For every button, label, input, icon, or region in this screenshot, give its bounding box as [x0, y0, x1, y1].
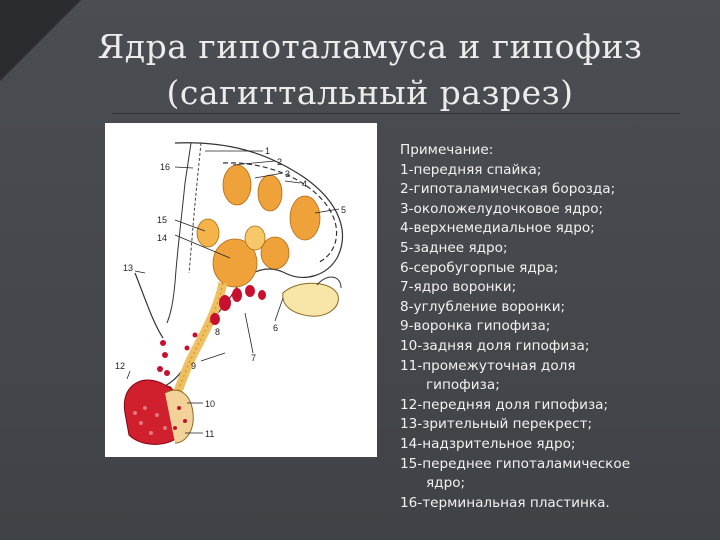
note-item: 3-околожелудочковое ядро; — [400, 200, 604, 217]
label-6: 6 — [273, 323, 278, 333]
title-line-1: Ядра гипоталамуса и гипофиз — [97, 27, 643, 66]
note-item: 14-надзрительное ядро; — [400, 435, 576, 452]
note-item: 12-передняя доля гипофиза; — [400, 396, 609, 413]
title-divider — [112, 113, 680, 114]
note-item: 8-углубление воронки; — [400, 298, 566, 315]
note-item: 15-переднее гипоталамическое — [400, 455, 631, 472]
note-item: 10-задняя доля гипофиза; — [400, 337, 590, 354]
label-10: 10 — [205, 399, 215, 409]
note-item: 5-заднее ядро; — [400, 239, 508, 256]
note-item-continuation: ядро; — [426, 475, 466, 492]
note-item: 9-воронка гипофиза; — [400, 318, 551, 335]
label-15: 15 — [157, 215, 167, 225]
note-item: 11-промежуточная доля — [400, 357, 576, 374]
note-item-continuation: гипофиза; — [426, 377, 500, 394]
note-item: 4-верхнемедиальное ядро; — [400, 220, 595, 237]
label-5: 5 — [341, 205, 346, 215]
label-11: 11 — [205, 429, 214, 439]
hypothalamus-diagram: 1 2 3 4 5 6 7 8 9 10 11 12 13 14 15 16 — [105, 123, 377, 457]
corner-decoration — [0, 0, 100, 100]
notes-heading: Примечание: — [400, 142, 494, 158]
title-line-2: (сагиттальный разрез) — [166, 73, 574, 112]
label-2: 2 — [277, 157, 282, 167]
label-13: 13 — [123, 263, 133, 273]
note-item: 13-зрительный перекрест; — [400, 416, 593, 433]
label-9: 9 — [191, 361, 196, 371]
note-item: 16-терминальная пластинка. — [400, 494, 610, 511]
note-item: 1-передняя спайка; — [400, 161, 542, 178]
label-7: 7 — [251, 353, 256, 363]
label-16: 16 — [160, 162, 170, 172]
note-item: 6-серобугорпые ядра; — [400, 259, 559, 276]
label-1: 1 — [265, 146, 270, 156]
slide-title: Ядра гипоталамуса и гипофиз (сагиттальны… — [60, 24, 680, 116]
note-item: 7-ядро воронки; — [400, 279, 517, 296]
notes-list: Примечание: 1-передняя спайка; 2-гипотал… — [400, 141, 700, 513]
note-item: 2-гипоталамическая борозда; — [400, 181, 616, 198]
label-4: 4 — [302, 179, 307, 189]
label-8: 8 — [215, 327, 220, 337]
label-12: 12 — [115, 361, 125, 371]
label-14: 14 — [157, 233, 167, 243]
label-3: 3 — [285, 169, 290, 179]
